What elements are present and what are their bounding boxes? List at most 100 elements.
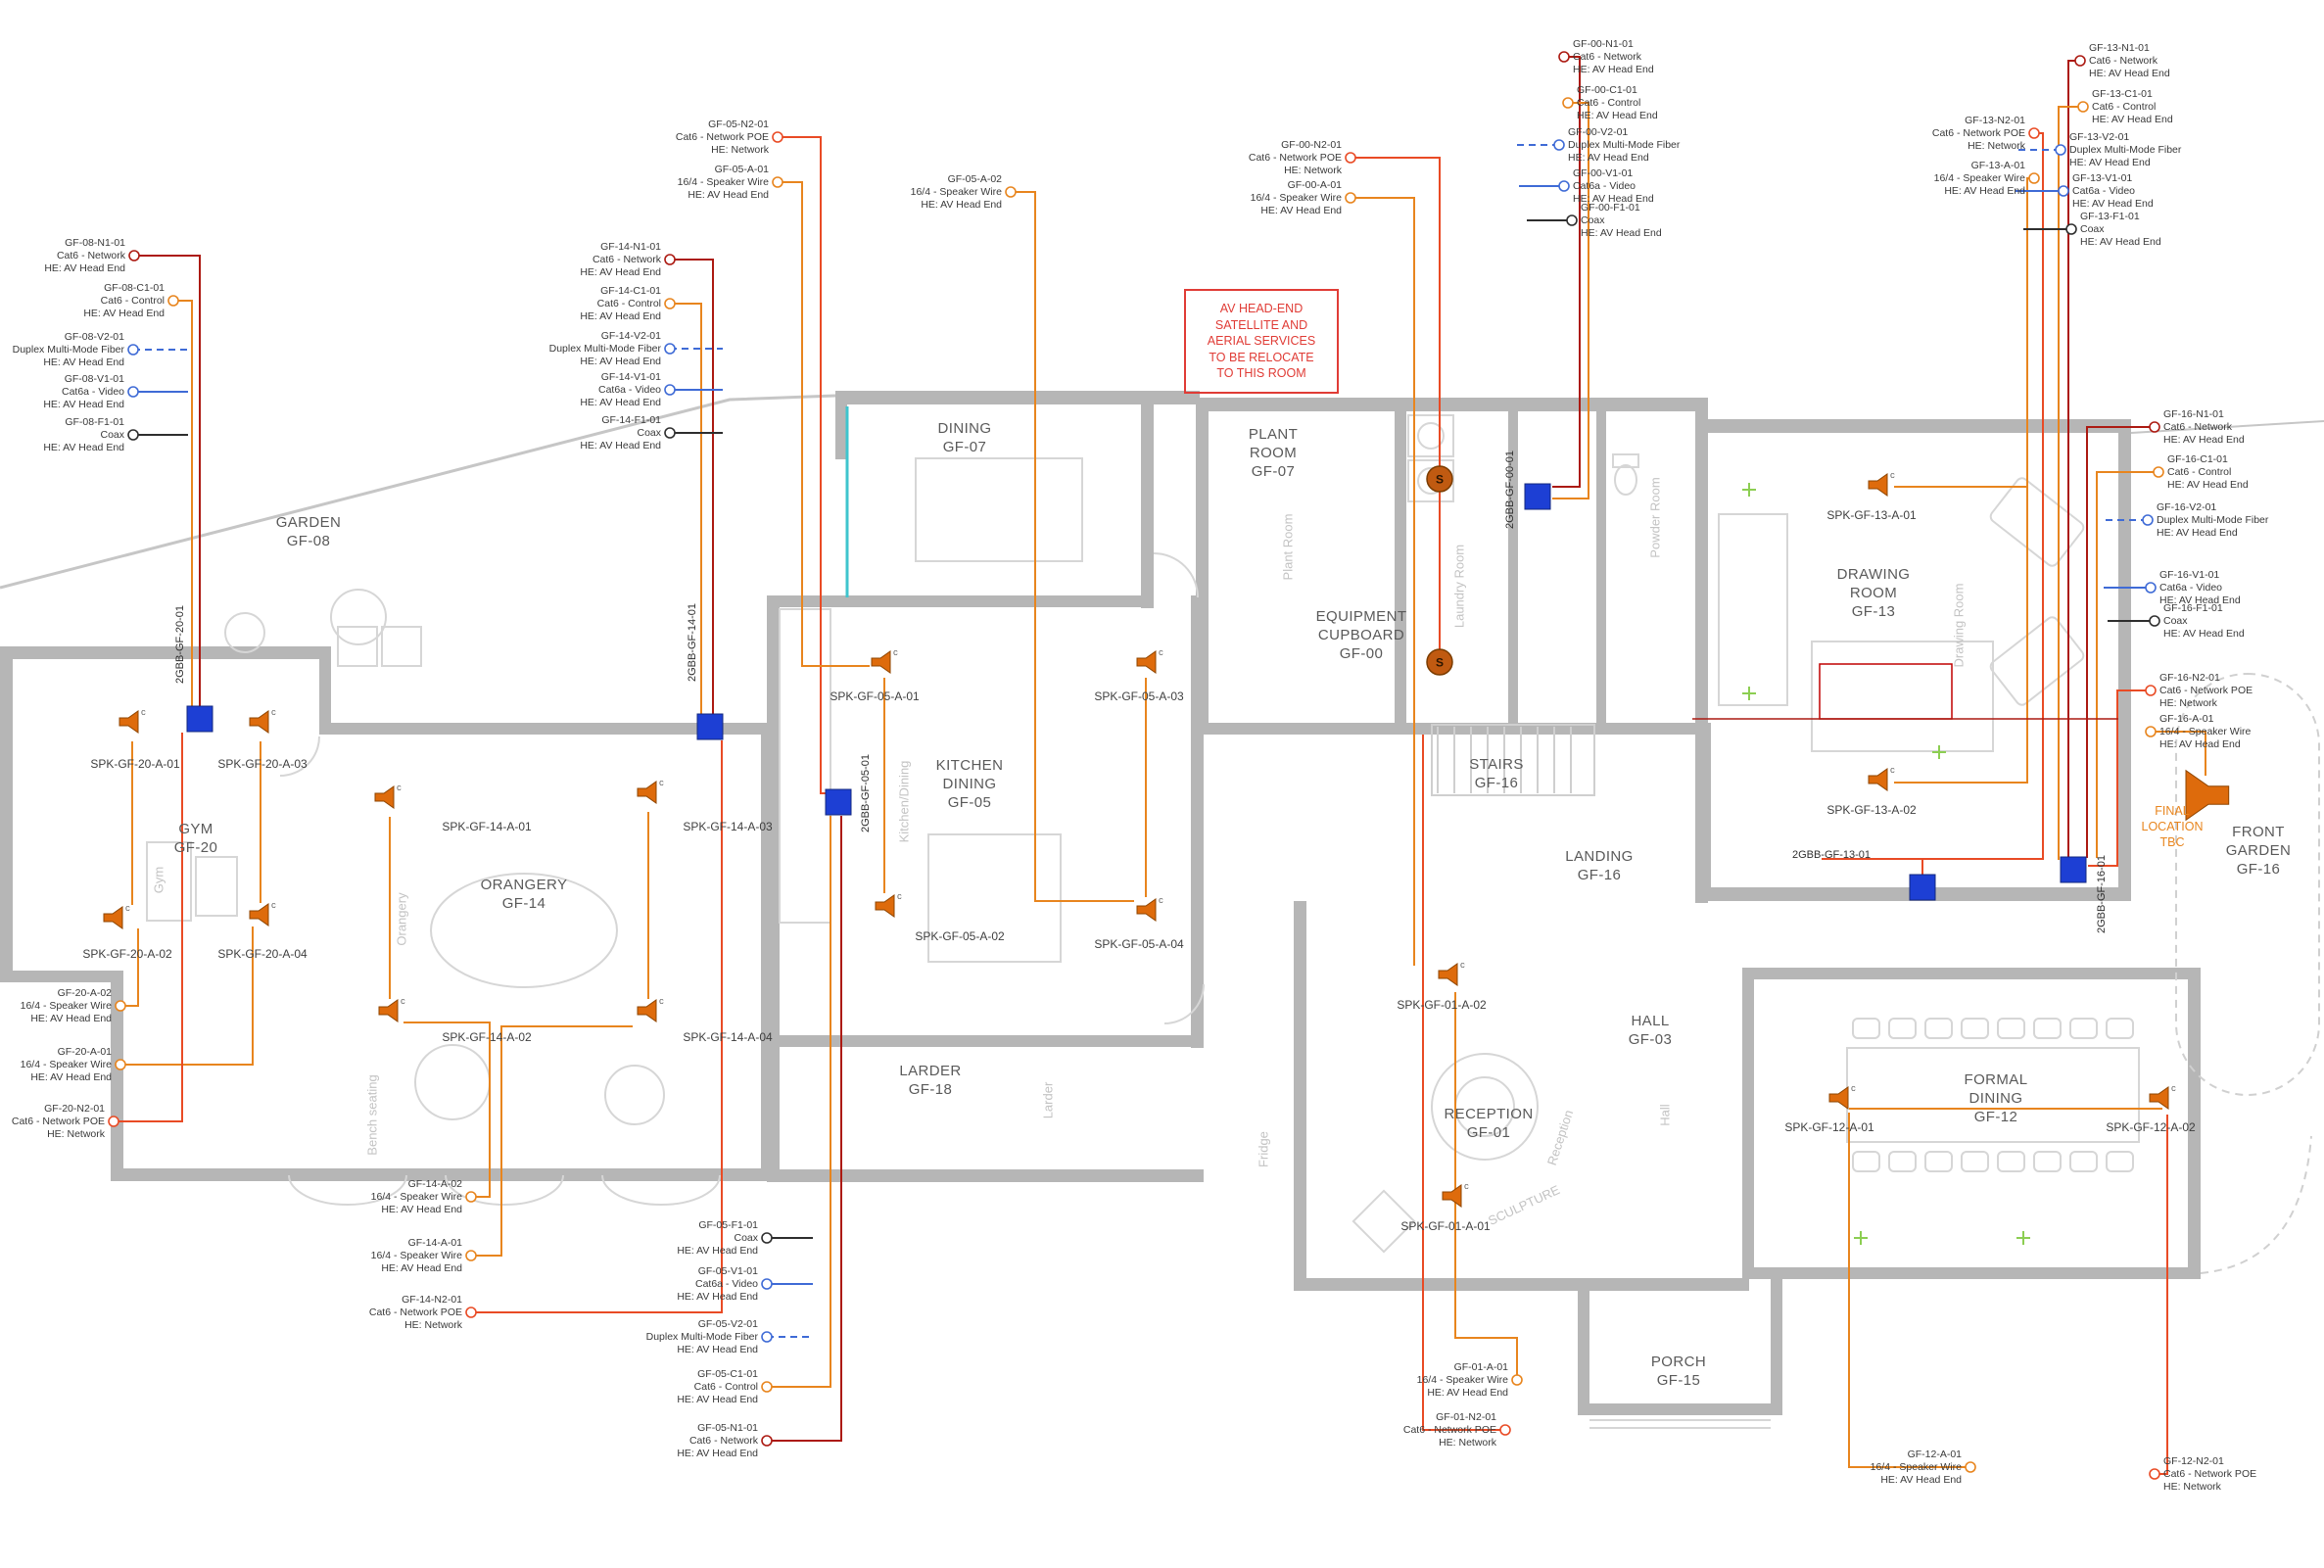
callout-dest: HE: AV Head End bbox=[580, 439, 661, 451]
area-label: SCULPTURE bbox=[1486, 1182, 1562, 1228]
callout-terminal bbox=[115, 1000, 126, 1012]
callout-terminal bbox=[664, 298, 676, 309]
callout-dest: HE: AV Head End bbox=[43, 398, 124, 410]
plan-shape bbox=[1417, 422, 1445, 450]
wall-segment bbox=[1294, 901, 1306, 1291]
callout-cable: Coax bbox=[2163, 614, 2188, 627]
wall-segment bbox=[1407, 459, 1454, 502]
callout-dest: HE: AV Head End bbox=[83, 307, 165, 319]
callout-id: GF-00-F1-01 bbox=[1581, 202, 1640, 214]
speaker-horn bbox=[871, 650, 891, 674]
wall-segment bbox=[1888, 1018, 1917, 1039]
callout-terminal bbox=[127, 344, 139, 356]
wall-segment bbox=[1852, 1151, 1880, 1172]
wall-segment bbox=[2118, 419, 2131, 901]
callout-id: GF-14-V1-01 bbox=[600, 371, 661, 383]
wall-segment bbox=[1771, 1278, 1782, 1415]
wire-speaker bbox=[2151, 731, 2206, 776]
wall-segment bbox=[2033, 1151, 2062, 1172]
wall-segment bbox=[1989, 616, 2085, 706]
callout-terminal bbox=[2028, 172, 2040, 184]
callout-id: GF-05-V1-01 bbox=[697, 1265, 758, 1277]
wire-control bbox=[2058, 106, 2083, 860]
speaker-label: SPK-GF-13-A-02 bbox=[1826, 803, 1917, 817]
room-label: PORCH GF-15 bbox=[1650, 1354, 1707, 1389]
callout-dest: HE: AV Head End bbox=[2167, 478, 2249, 491]
callout-id: GF-08-C1-01 bbox=[104, 282, 165, 294]
callout-cable: Cat6 - Control bbox=[693, 1380, 758, 1393]
wall-segment bbox=[1699, 723, 1711, 901]
callout-cable: 16/4 - Speaker Wire bbox=[370, 1190, 462, 1203]
callout-cable: Cat6 - Control bbox=[2167, 465, 2232, 478]
callout-cable: Cat6 - Control bbox=[596, 297, 661, 309]
wall-segment bbox=[2106, 1151, 2134, 1172]
callout-dest: HE: AV Head End bbox=[2092, 113, 2173, 125]
callout-dest: HE: AV Head End bbox=[921, 198, 1002, 211]
wire-speaker bbox=[120, 927, 254, 1066]
satellite-icon bbox=[1426, 648, 1453, 676]
speaker-label: SPK-GF-05-A-01 bbox=[830, 689, 920, 703]
wall-segment bbox=[0, 646, 331, 659]
callout-id: GF-05-N2-01 bbox=[708, 119, 769, 130]
callout-id: GF-05-N1-01 bbox=[697, 1422, 758, 1434]
callout-id: GF-16-N1-01 bbox=[2163, 408, 2224, 420]
callout-cable: 16/4 - Speaker Wire bbox=[677, 175, 769, 188]
room-label: FORMAL DINING GF-12 bbox=[1964, 1070, 2028, 1125]
callout-terminal bbox=[2058, 185, 2069, 197]
callout-dest: HE: AV Head End bbox=[1581, 226, 1662, 239]
satellite-icon bbox=[1426, 465, 1453, 493]
callout-id: GF-13-C1-01 bbox=[2092, 88, 2153, 100]
callout-id: GF-13-V1-01 bbox=[2072, 172, 2133, 184]
plan-shape bbox=[430, 873, 618, 988]
callout-terminal bbox=[1562, 97, 1574, 109]
callout-dest: HE: AV Head End bbox=[1427, 1386, 1508, 1399]
room-label: HALL GF-03 bbox=[1628, 1013, 1673, 1048]
speaker-icon: c bbox=[637, 996, 664, 1022]
callout-cable: Cat6 - Network bbox=[1573, 50, 1642, 63]
cross-mark bbox=[1932, 745, 1946, 759]
callout-id: GF-05-F1-01 bbox=[698, 1219, 758, 1231]
plan-shape bbox=[288, 1174, 721, 1206]
callout-id: GF-13-F1-01 bbox=[2080, 211, 2140, 222]
wire-control bbox=[1552, 102, 1589, 499]
wall-segment bbox=[767, 595, 1154, 607]
wall-segment bbox=[2033, 1018, 2062, 1039]
wall-segment bbox=[1742, 968, 2200, 979]
callout-terminal bbox=[2145, 726, 2157, 737]
speaker-horn bbox=[249, 903, 269, 927]
callout-dest: HE: Network bbox=[1284, 164, 1342, 176]
wall-segment bbox=[1811, 641, 1994, 752]
wire-poe bbox=[1422, 735, 1505, 1431]
callout-dest: HE: AV Head End bbox=[580, 309, 661, 322]
ceiling-marker: c bbox=[897, 891, 902, 902]
speaker-icon: c bbox=[1442, 1181, 1469, 1208]
callout-terminal bbox=[465, 1307, 477, 1318]
callout-id: GF-13-N2-01 bbox=[1965, 115, 2025, 126]
speaker-horn bbox=[637, 999, 657, 1022]
room-label: GARDEN GF-08 bbox=[275, 514, 342, 549]
wall-segment bbox=[1294, 1278, 1749, 1291]
speaker-horn bbox=[103, 906, 123, 929]
ceiling-marker: c bbox=[271, 707, 276, 718]
callout-id: GF-08-N1-01 bbox=[65, 237, 125, 249]
callout-id: GF-16-V1-01 bbox=[2159, 569, 2220, 581]
wall-segment bbox=[779, 608, 831, 924]
callout-cable: Cat6a - Video bbox=[1573, 179, 1636, 192]
ceiling-marker: c bbox=[659, 778, 664, 788]
speaker-label: SPK-GF-14-A-03 bbox=[683, 820, 773, 833]
speaker-horn bbox=[637, 781, 657, 804]
callout-cable: Duplex Multi-Mode Fiber bbox=[548, 342, 661, 355]
callout-cable: Cat6 - Control bbox=[100, 294, 165, 307]
callout-cable: Duplex Multi-Mode Fiber bbox=[2069, 143, 2182, 156]
